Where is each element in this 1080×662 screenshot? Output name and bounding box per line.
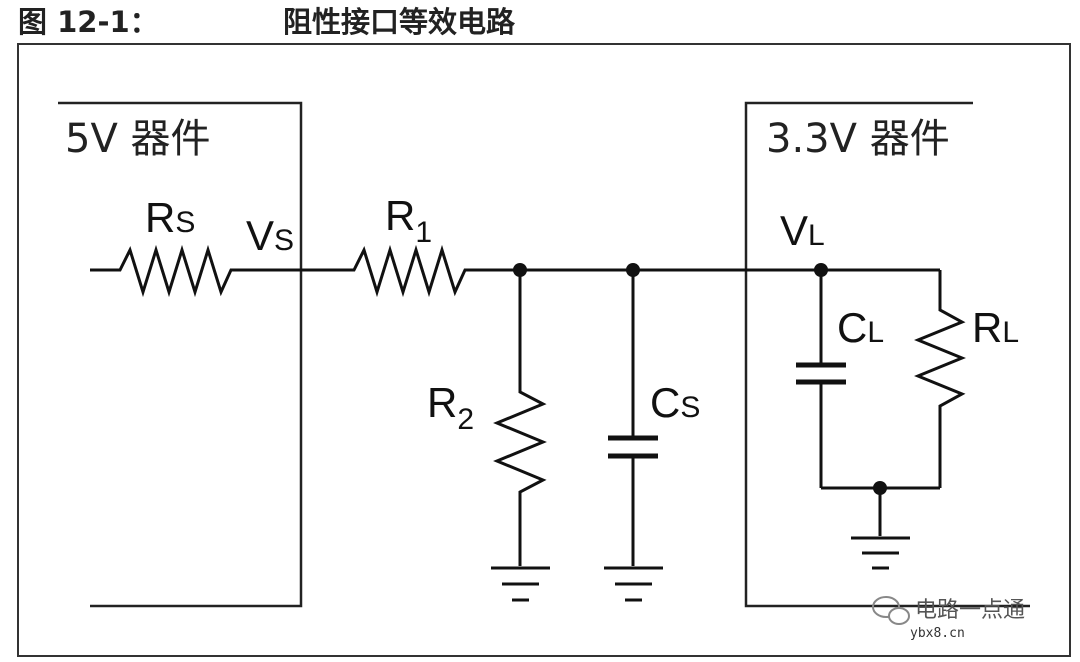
- ground-cs: [604, 566, 663, 602]
- label-cl: CL: [837, 304, 884, 351]
- resistor-rs: [90, 244, 320, 298]
- device-label-3v3: 3.3V 器件: [766, 116, 950, 162]
- device-box-5v: [58, 101, 303, 608]
- resistor-r1: [320, 244, 940, 298]
- device-box-3v3: [744, 101, 1030, 608]
- outer-frame: [17, 43, 1071, 657]
- wechat-icon: [872, 596, 910, 625]
- junction-cs: [626, 263, 640, 277]
- capacitor-cs: [608, 270, 658, 566]
- resistor-rl: [914, 270, 966, 488]
- ground-r2: [491, 566, 550, 602]
- device-label-5v: 5V 器件: [65, 116, 211, 162]
- label-r1: R1: [385, 192, 432, 249]
- label-vs: VS: [246, 212, 294, 259]
- watermark: 电路一点通 ybx8.cn: [872, 596, 1025, 641]
- figure-title: 阻性接口等效电路: [283, 5, 516, 39]
- figure-number: 图 12-1：: [18, 5, 159, 39]
- label-rl: RL: [972, 304, 1019, 351]
- resistor-r2: [493, 270, 547, 566]
- label-r2: R2: [427, 379, 474, 436]
- watermark-name: 电路一点通: [915, 598, 1025, 623]
- junction-r2: [513, 263, 527, 277]
- ground-l: [851, 488, 910, 570]
- label-cs: CS: [650, 379, 700, 426]
- capacitor-cl: [796, 270, 846, 488]
- label-rs: RS: [145, 194, 195, 241]
- label-vl: VL: [780, 207, 825, 254]
- watermark-site: ybx8.cn: [910, 626, 965, 641]
